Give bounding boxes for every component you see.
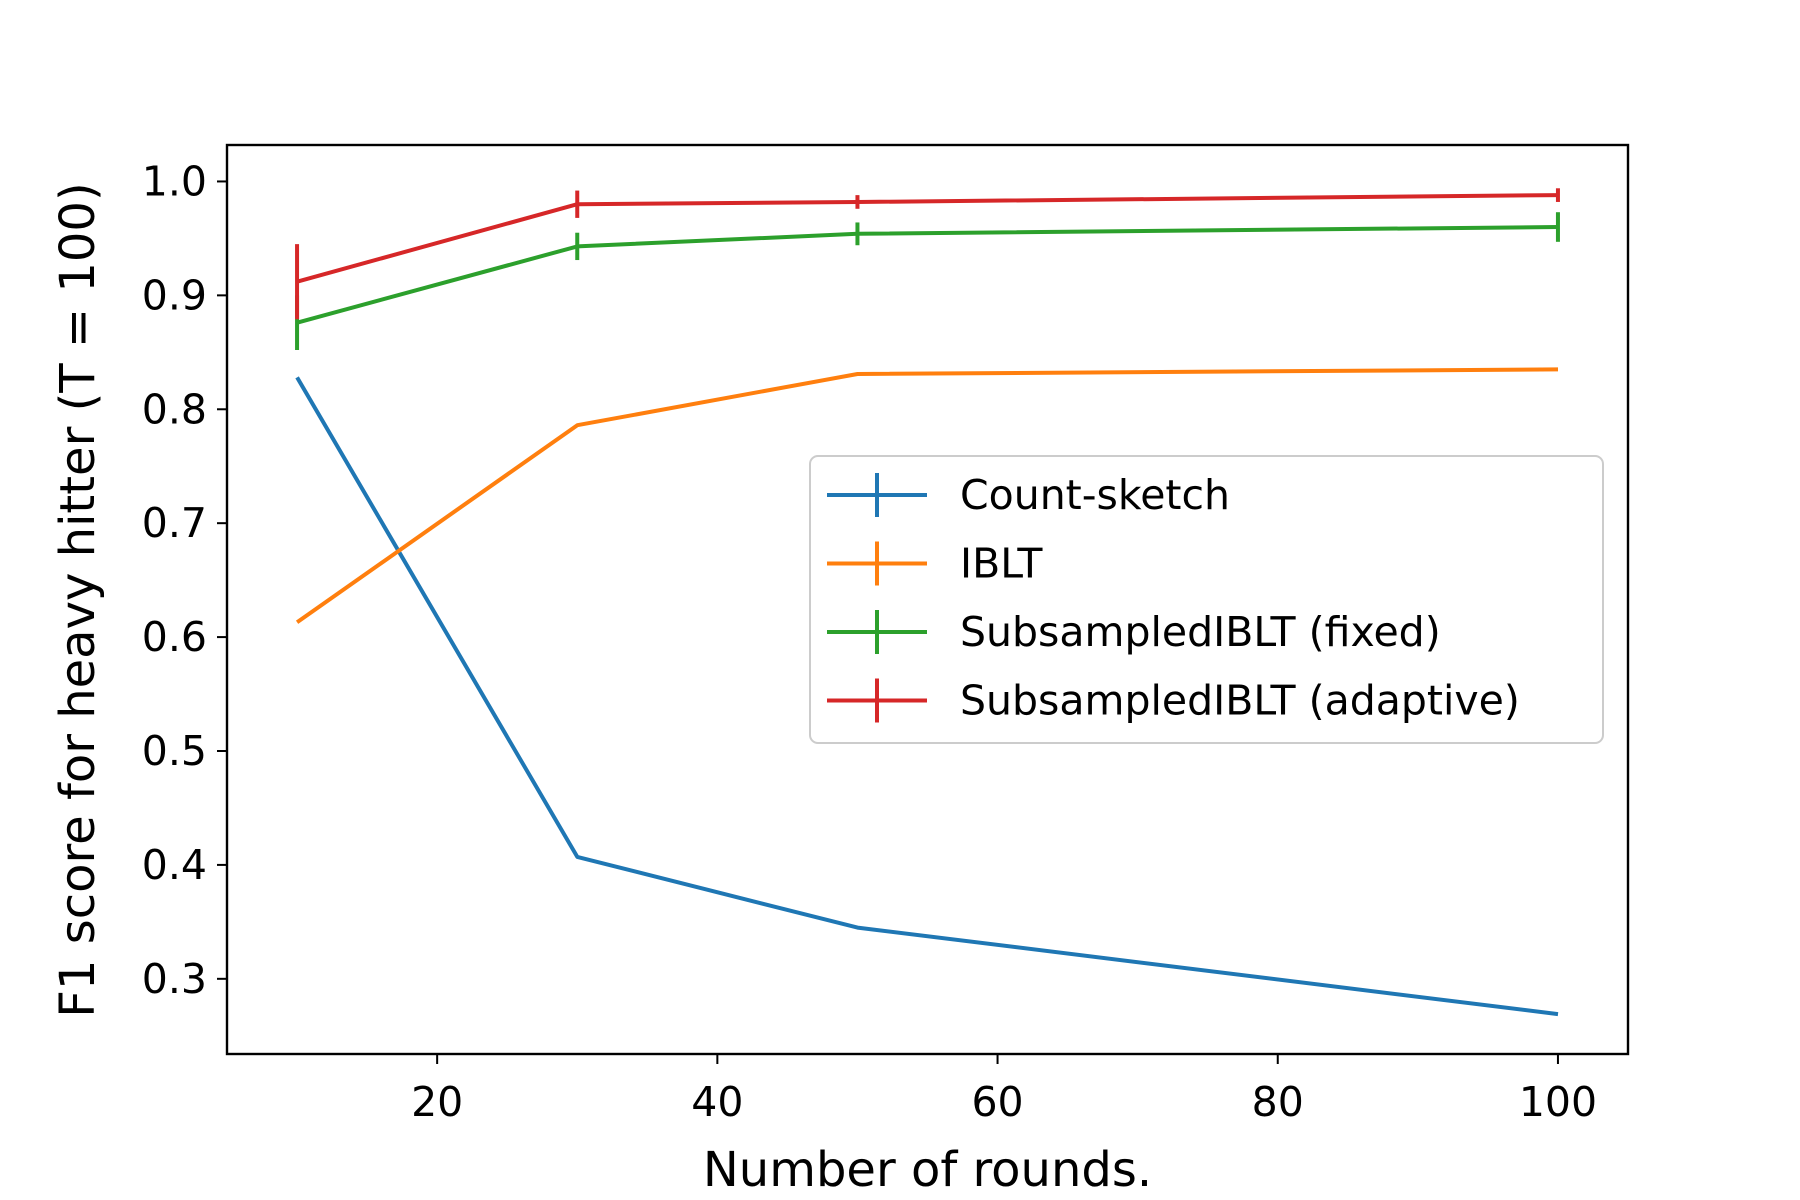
legend-item: IBLT [827,540,1043,588]
legend-item: Count-sketch [827,471,1230,519]
series-layer [295,188,1560,1017]
y-tick-label: 1.0 [142,157,207,205]
series-count-sketch [295,376,1559,1017]
y-tick-label: 0.6 [142,613,207,661]
x-tick-label: 60 [971,1078,1023,1126]
legend-label: SubsampledIBLT (adaptive) [960,677,1520,725]
legend-box [809,455,1604,744]
y-tick-label: 0.7 [142,499,207,547]
y-axis: 0.3 0.4 0.5 0.6 0.7 0.8 0.9 1.0 [142,157,227,1003]
y-tick-label: 0.5 [142,727,207,775]
legend-item: SubsampledIBLT (adaptive) [827,677,1520,725]
legend-label: SubsampledIBLT (fixed) [960,608,1441,656]
x-tick-label: 80 [1252,1078,1304,1126]
series-line [295,376,1559,1017]
legend-label: Count-sketch [960,471,1230,519]
y-axis-label: F1 score for heavy hitter (T = 100) [50,182,106,1017]
y-tick-label: 0.4 [142,841,207,889]
series-subsamplediblt-fixed [295,212,1560,351]
series-line [295,367,1559,624]
series-iblt [295,367,1559,624]
y-tick-label: 0.3 [142,955,207,1003]
legend-label: IBLT [960,540,1043,588]
axes-frame [225,143,1630,1056]
x-tick-label: 20 [411,1078,463,1126]
y-tick-label: 0.9 [142,271,207,319]
series-subsamplediblt-adaptive [295,188,1560,320]
x-tick-label: 40 [691,1078,743,1126]
series-line [296,225,1559,325]
x-axis-label: Number of rounds. [703,1142,1152,1198]
x-axis: 20 40 60 80 100 [411,1054,1597,1126]
x-tick-label: 100 [1519,1078,1597,1126]
series-line [296,193,1559,284]
y-tick-label: 0.8 [142,385,207,433]
legend-item: SubsampledIBLT (fixed) [827,608,1441,656]
